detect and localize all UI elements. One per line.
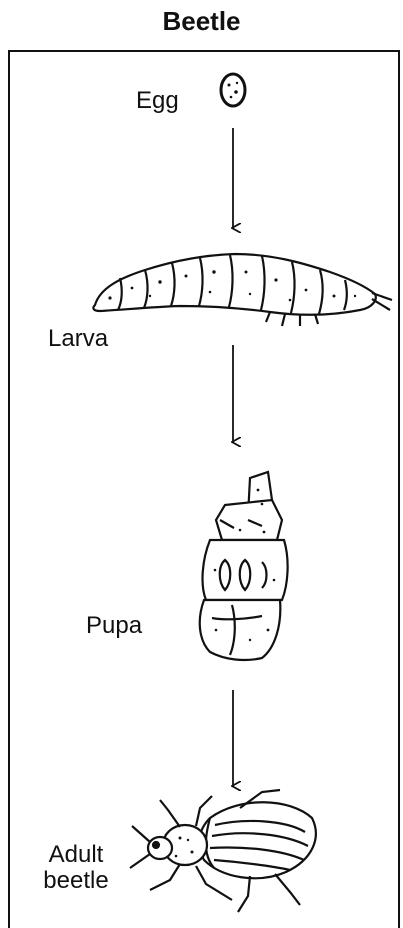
stage-label-egg: Egg	[136, 88, 179, 114]
stage-label-adult: Adult beetle	[26, 842, 126, 894]
stage-label-larva: Larva	[48, 326, 108, 352]
pupa-icon	[200, 472, 288, 660]
adult-beetle-icon	[130, 790, 316, 912]
larva-icon	[93, 254, 392, 326]
egg-icon	[221, 74, 245, 106]
stage-label-pupa: Pupa	[86, 613, 142, 639]
